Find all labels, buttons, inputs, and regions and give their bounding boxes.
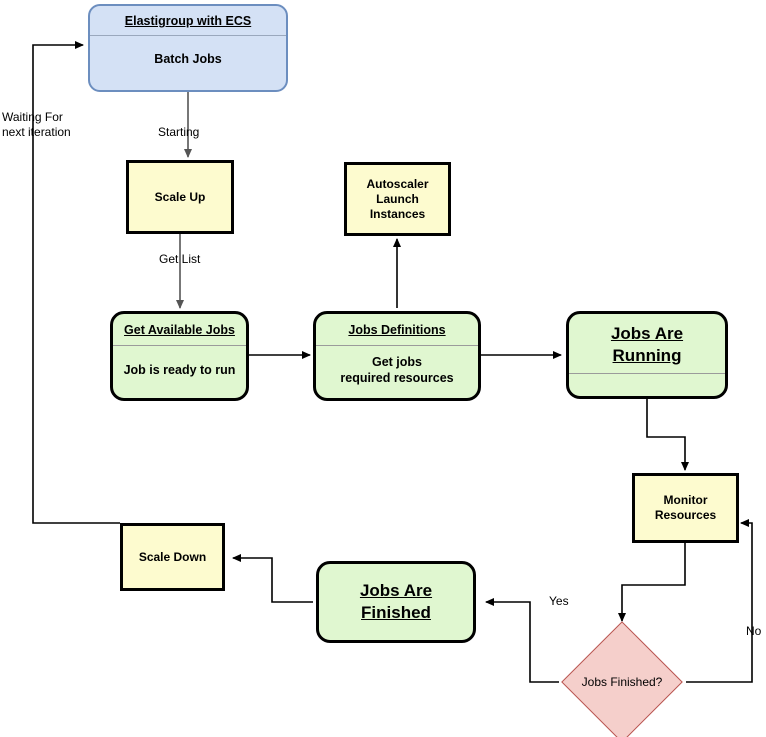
node-scale-down[interactable]: Scale Down — [120, 523, 225, 591]
edge-label-get-list: Get List — [159, 252, 201, 266]
node-get-available-jobs[interactable]: Get Available Jobs Job is ready to run — [110, 311, 249, 401]
node-jobs-are-running-body — [569, 374, 725, 396]
edge-monitor-resources-to-decision — [618, 543, 686, 622]
node-scale-up-label: Scale Up — [154, 189, 206, 204]
decision-label: Jobs Finished? — [581, 675, 663, 689]
edge-label-no: No — [746, 624, 762, 638]
node-jobs-definitions-divider — [316, 345, 478, 346]
node-monitor-resources[interactable]: Monitor Resources — [632, 473, 739, 543]
node-jobs-are-finished-title: Jobs Are Finished — [359, 581, 433, 622]
node-monitor-resources-label: Monitor Resources — [654, 493, 717, 522]
node-scale-up[interactable]: Scale Up — [126, 160, 234, 234]
node-jobs-are-running[interactable]: Jobs Are Running — [566, 311, 728, 399]
node-get-available-jobs-title: Get Available Jobs — [124, 323, 235, 337]
node-scale-down-label: Scale Down — [138, 549, 207, 564]
node-elastigroup-title: Elastigroup with ECS — [124, 14, 252, 28]
node-autoscaler-label: Autoscaler Launch Instances — [366, 176, 429, 221]
node-elastigroup-with-ecs[interactable]: Elastigroup with ECS Batch Jobs — [88, 4, 288, 92]
edge-jobs-running-to-monitor-resources — [646, 399, 689, 471]
node-jobs-definitions-title: Jobs Definitions — [348, 323, 446, 337]
edge-label-starting: Starting — [158, 125, 200, 139]
node-autoscaler-launch-instances[interactable]: Autoscaler Launch Instances — [344, 162, 451, 236]
node-jobs-definitions[interactable]: Jobs Definitions Get jobs required resou… — [313, 311, 481, 401]
node-jobs-are-running-divider — [569, 373, 725, 374]
node-elastigroup-divider — [90, 35, 286, 36]
edge-label-yes: Yes — [549, 594, 569, 608]
node-elastigroup-body: Batch Jobs — [154, 52, 222, 66]
node-decision-jobs-finished[interactable]: Jobs Finished? — [561, 621, 683, 737]
edge-jobs-finished-to-scale-down — [232, 554, 313, 603]
node-get-available-jobs-body: Job is ready to run — [123, 363, 236, 377]
node-jobs-are-finished[interactable]: Jobs Are Finished — [316, 561, 476, 643]
node-jobs-definitions-body: Get jobs required resources — [340, 355, 454, 385]
node-get-available-jobs-divider — [113, 345, 246, 346]
node-jobs-are-running-title: Jobs Are Running — [610, 324, 684, 365]
edge-label-waiting-for-next-iteration: Waiting For next iteration — [2, 110, 71, 139]
